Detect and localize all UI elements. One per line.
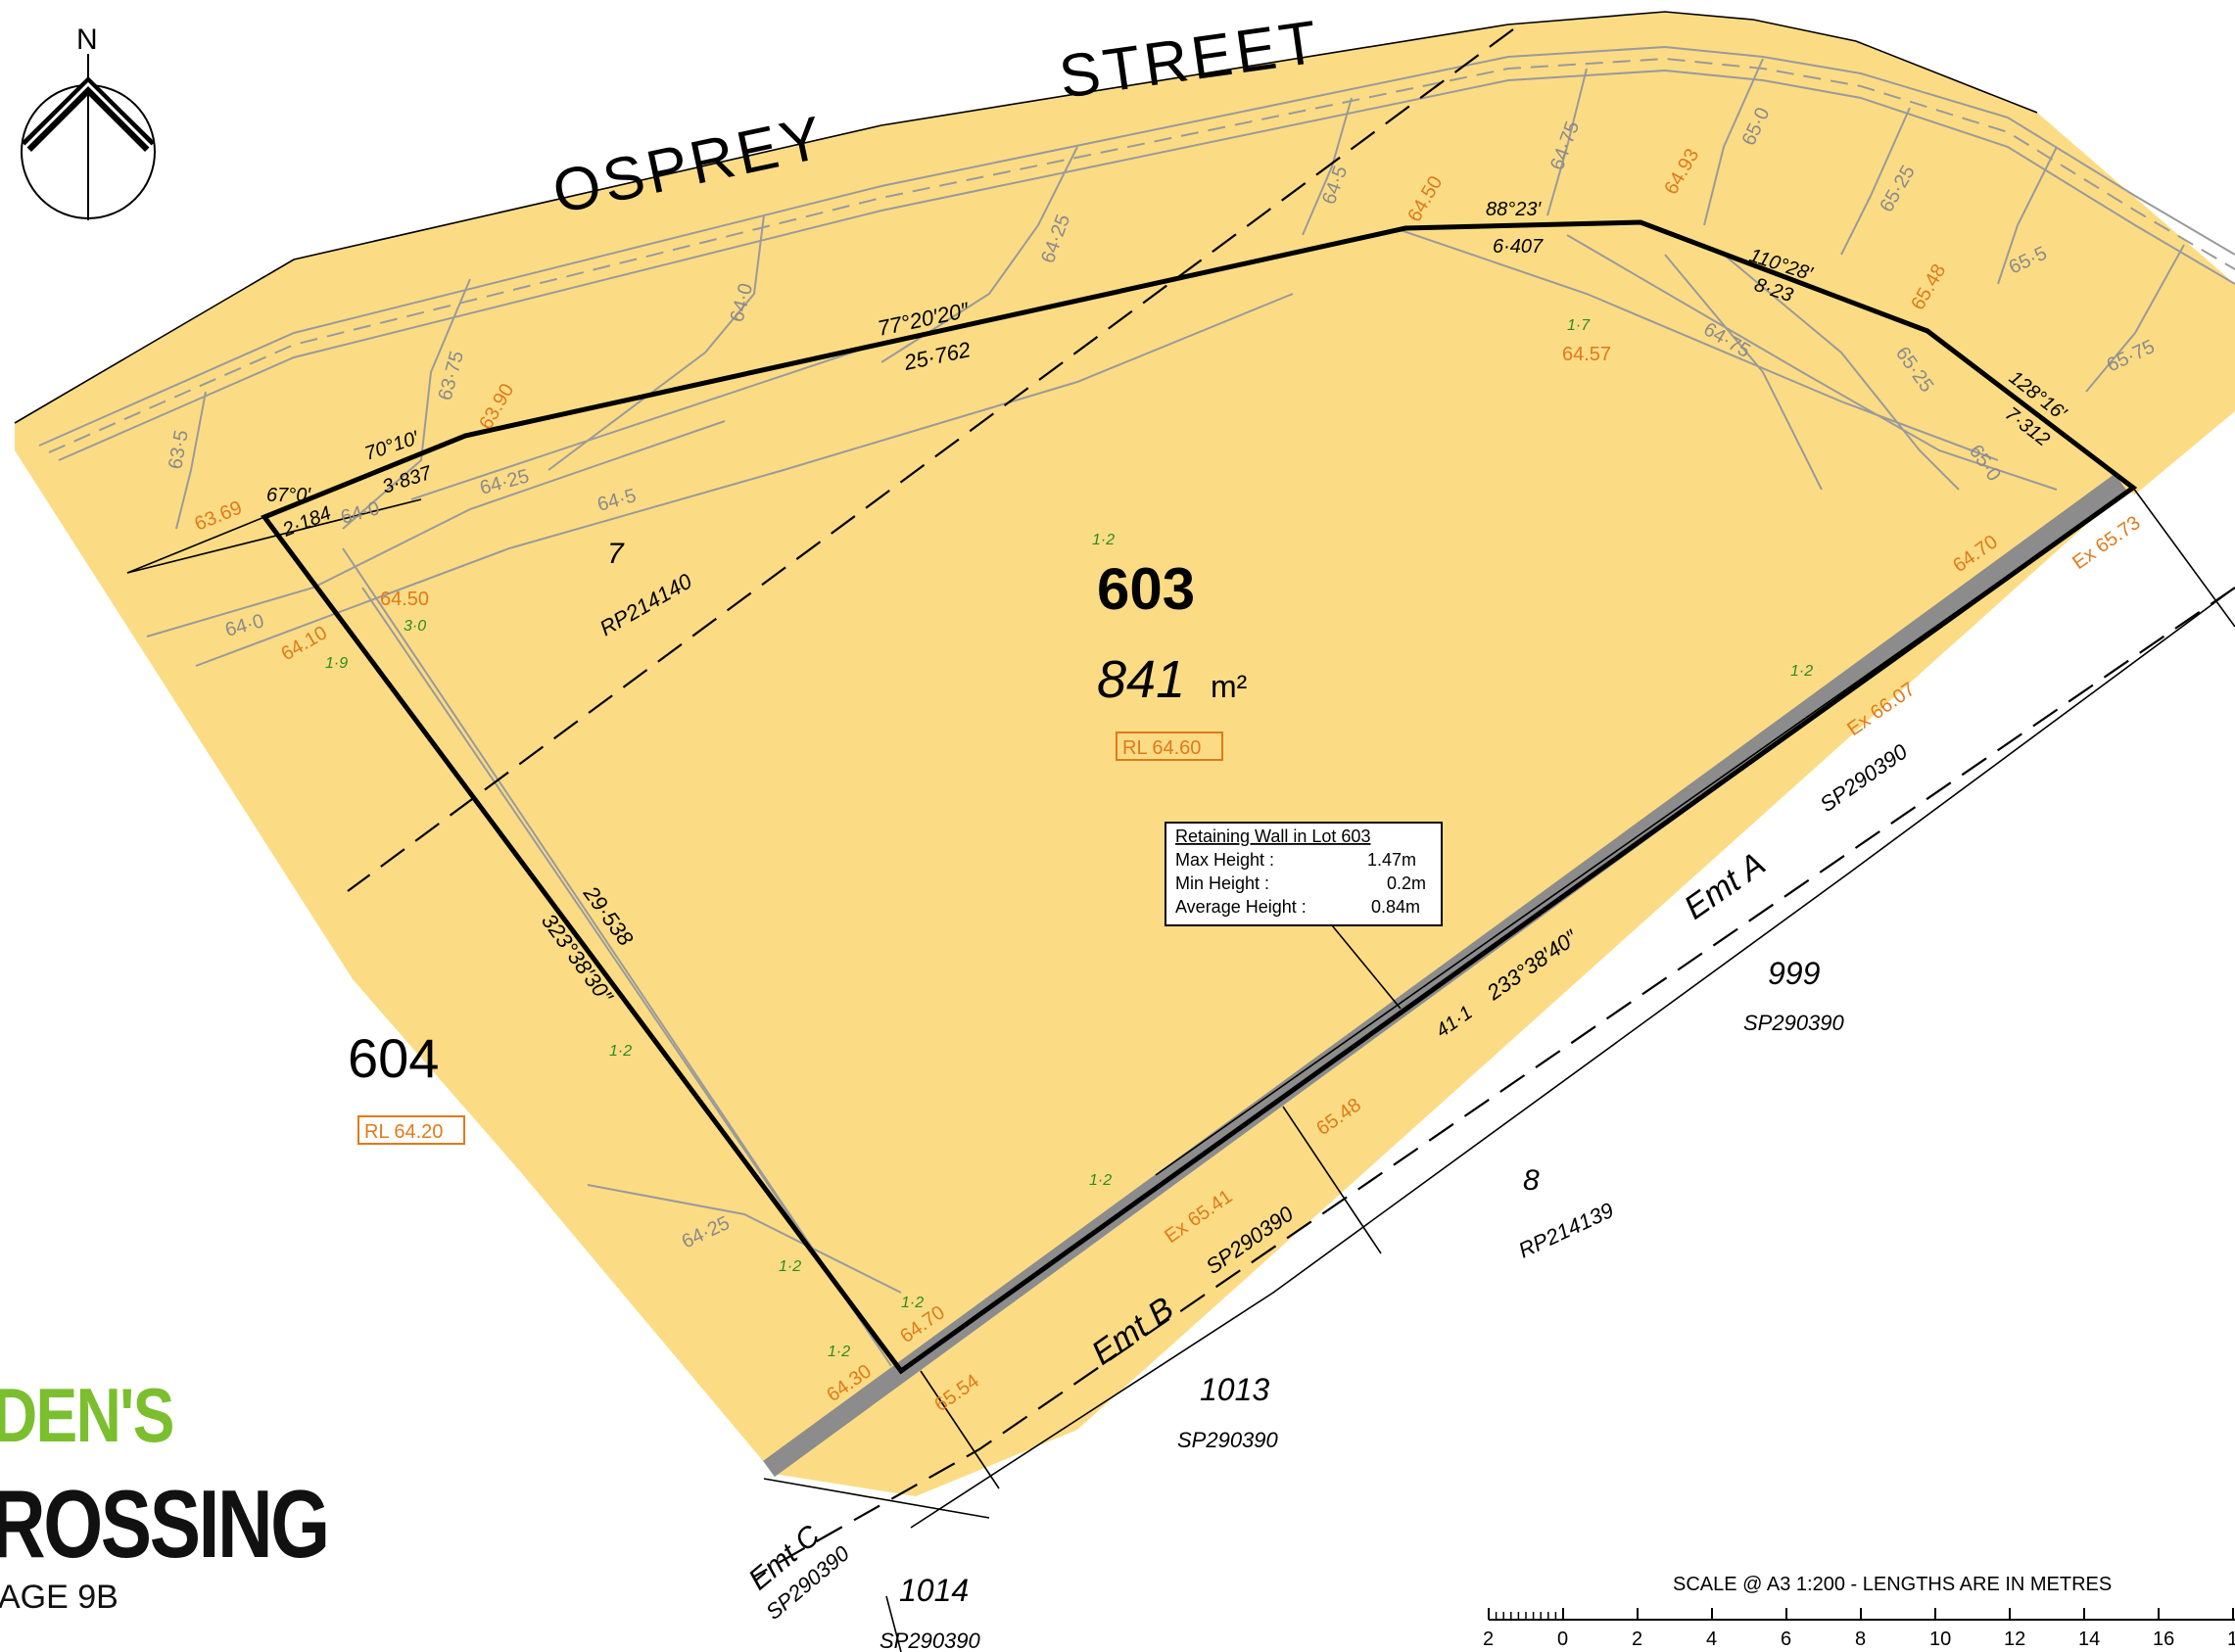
slope-label: 1·7: [1567, 317, 1591, 334]
slope-label: 1·2: [609, 1043, 632, 1060]
lot-604-rl-box: [357, 1115, 465, 1145]
contour-line: [1723, 254, 1960, 491]
easement-line: [1282, 1106, 1382, 1254]
scale-caption: SCALE @ A3 1:200 - LENGTHS ARE IN METRES: [1673, 1574, 2112, 1595]
easement-dashed: [753, 587, 2235, 1578]
callout-avg-label: Average Height :: [1175, 897, 1307, 917]
brand-logo-line1: DEN'S: [0, 1372, 174, 1458]
north-arrow: N: [21, 24, 156, 220]
lot-1013-plan: SP290390: [1177, 1428, 1279, 1452]
lot-603-rl: RL 64.60: [1122, 737, 1201, 759]
slope-label: 1·9: [325, 655, 348, 672]
slope-label: 3·0: [404, 618, 426, 635]
lot-603-rl-box: [1116, 732, 1223, 761]
callout-title: Retaining Wall in Lot 603: [1175, 826, 1370, 846]
lot-604-number: 604: [348, 1027, 439, 1089]
easement-c-line: [885, 1595, 902, 1652]
contour-line: [880, 146, 1078, 363]
contour-line: [547, 214, 765, 471]
slope-label: 1·2: [901, 1295, 924, 1311]
slope-label: 1·2: [1089, 1172, 1112, 1189]
lot-603-area-unit: m²: [1211, 669, 1248, 704]
bearing-angle: 67°0′: [266, 485, 311, 506]
scale-tick-label: 2: [1483, 1628, 1494, 1650]
stage-label: AGE 9B: [0, 1579, 119, 1616]
north-label: N: [76, 24, 98, 56]
contour-line: [146, 420, 726, 637]
callout-avg-value: 0.84m: [1371, 897, 1420, 917]
contour-line: [1546, 68, 1588, 216]
lot-999-plan: SP290390: [1743, 1011, 1845, 1035]
scale-tick-label: 4: [1706, 1628, 1717, 1650]
lot-603-area: 841: [1097, 650, 1185, 709]
scale-tick-label: 16: [2153, 1628, 2174, 1650]
easement-c-line: [763, 1478, 990, 1519]
scale-tick-label: 10: [1929, 1628, 1951, 1650]
callout-leader: [1331, 924, 1402, 1010]
contour-line: [342, 278, 471, 530]
level-label: 64.50: [380, 589, 429, 610]
lot-604-boundary: [126, 516, 265, 574]
contour-line: [1840, 107, 1911, 256]
contour-line: [410, 228, 1999, 500]
level-label: 64.57: [1562, 344, 1611, 365]
road-edge-3: [58, 69, 2235, 461]
old-lot-8-number: 8: [1523, 1164, 1540, 1197]
old-boundary: [126, 498, 422, 574]
bearing-angle: 88°23′: [1486, 199, 1542, 220]
road-edge-1: [38, 45, 2235, 447]
contour-line: [1664, 254, 1823, 491]
scale-tick-label: 2: [1632, 1628, 1642, 1650]
road-edge-2: [48, 57, 2235, 453]
slope-label: 1·2: [1790, 663, 1813, 680]
old-lot-8-plan: RP214139: [1515, 1198, 1618, 1263]
scale-bar: SCALE @ A3 1:200 - LENGTHS ARE IN METRES…: [1483, 1574, 2235, 1650]
slope-label: 1·2: [779, 1258, 801, 1275]
lot-1014-number: 1014: [899, 1573, 969, 1608]
scale-tick-label: 12: [2004, 1628, 2025, 1650]
slope-label: 1·2: [1092, 532, 1115, 548]
street-boundary-1: [14, 11, 2038, 424]
contour-line: [1997, 146, 2058, 285]
contour-line: [587, 1184, 902, 1294]
contour-line: [1703, 58, 1764, 226]
easement-line: [910, 587, 2235, 1529]
scale-tick-label: 8: [1855, 1628, 1866, 1650]
lot-1013-number: 1013: [1200, 1372, 1269, 1407]
retaining-wall-callout: Retaining Wall in Lot 603 Max Height : 1…: [1165, 822, 1443, 926]
lot-603-boundary: [261, 219, 2138, 1375]
callout-max-value: 1.47m: [1367, 850, 1416, 870]
lot-line-east: [2132, 487, 2235, 628]
bearing-length: 6·407: [1493, 236, 1544, 258]
scale-tick-label: 6: [1781, 1628, 1791, 1650]
old-lot-7-number: 7: [607, 538, 625, 570]
scale-tick-label: 18: [2227, 1628, 2235, 1650]
callout-min-value: 0.2m: [1387, 873, 1426, 893]
callout-min-label: Min Height :: [1175, 873, 1269, 893]
lot-999-number: 999: [1768, 956, 1821, 991]
retaining-wall-line: [195, 293, 1294, 667]
callout-max-label: Max Height :: [1175, 850, 1274, 870]
old-boundary-dashed: [347, 28, 1514, 892]
lot-603-number: 603: [1097, 556, 1195, 622]
retaining-wall-line: [361, 587, 882, 1352]
lot-604-rl: RL 64.20: [364, 1121, 443, 1143]
contour-line: [1302, 97, 1353, 236]
brand-logo-line2: ROSSING: [0, 1470, 330, 1578]
scale-tick-label: 14: [2078, 1628, 2100, 1650]
lot-fill-area: [15, 12, 2235, 1496]
slope-label: 1·2: [828, 1344, 850, 1360]
contour-line: [2085, 244, 2185, 393]
lot-1014-plan: SP290390: [880, 1628, 981, 1652]
easement-line: [1155, 487, 2134, 1176]
easement-line: [920, 1370, 1000, 1489]
retaining-wall-line: [1566, 234, 2058, 491]
scale-tick-label: 0: [1557, 1628, 1568, 1650]
contour-line: [175, 391, 207, 530]
